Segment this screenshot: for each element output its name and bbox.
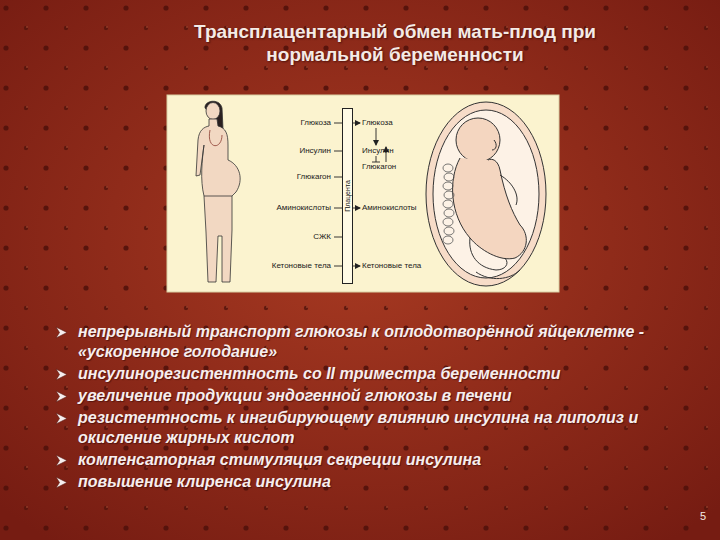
substance-label: Глюкоза bbox=[300, 118, 331, 128]
bullet-item: повышение клиренса инсулина bbox=[55, 472, 645, 492]
substance-label: Глюкоза bbox=[362, 118, 393, 128]
substance-label: Кетоновые тела bbox=[362, 261, 421, 271]
placenta-bar: Плацента bbox=[342, 108, 353, 284]
bullet-item: резистентность к ингибирующему влиянию и… bbox=[55, 408, 645, 448]
bullet-text: повышение клиренса инсулина bbox=[78, 473, 331, 490]
bullet-item: инсулинорезистентность со II триместра б… bbox=[55, 364, 645, 384]
arrow-bullet bbox=[55, 454, 68, 467]
substance-label: Аминокислоты bbox=[362, 203, 417, 213]
arrow-bullet bbox=[55, 390, 68, 403]
bullet-item: непрерывный транспорт глюкозы к оплодотв… bbox=[55, 322, 645, 362]
arrow-bullet bbox=[55, 412, 68, 425]
fetus-in-uterus bbox=[426, 102, 546, 286]
page-number: 5 bbox=[700, 510, 706, 522]
bullet-text: резистентность к ингибирующему влиянию и… bbox=[78, 409, 638, 446]
substance-label: Глюкагон bbox=[297, 172, 331, 182]
slide-title: Трансплацентарный обмен мать-плод при но… bbox=[145, 20, 645, 66]
node-label: Плацента bbox=[344, 180, 352, 212]
bullet-text: инсулинорезистентность со II триместра б… bbox=[78, 365, 561, 382]
substance-label: Аминокислоты bbox=[276, 203, 331, 213]
bullet-item: компенсаторная стимуляция секреции инсул… bbox=[55, 450, 645, 470]
arrow-bullet bbox=[55, 368, 68, 381]
bullet-text: увеличение продукции эндогенной глюкозы … bbox=[78, 387, 512, 404]
arrow-bullet bbox=[55, 476, 68, 489]
arrow-bullet bbox=[55, 326, 68, 339]
substance-label: Кетоновые тела bbox=[272, 261, 331, 271]
substance-label: Глюкагон bbox=[362, 162, 396, 172]
illustration-panel bbox=[167, 95, 559, 292]
bullet-list: непрерывный транспорт глюкозы к оплодотв… bbox=[55, 322, 645, 494]
bullet-text: непрерывный транспорт глюкозы к оплодотв… bbox=[78, 323, 644, 360]
bullet-item: увеличение продукции эндогенной глюкозы … bbox=[55, 386, 645, 406]
substance-label: СЖК bbox=[313, 232, 331, 242]
bullet-text: компенсаторная стимуляция секреции инсул… bbox=[78, 451, 481, 468]
substance-label: Инсулин bbox=[362, 146, 394, 156]
woman-figure bbox=[196, 101, 240, 282]
substance-label: Инсулин bbox=[299, 146, 331, 156]
